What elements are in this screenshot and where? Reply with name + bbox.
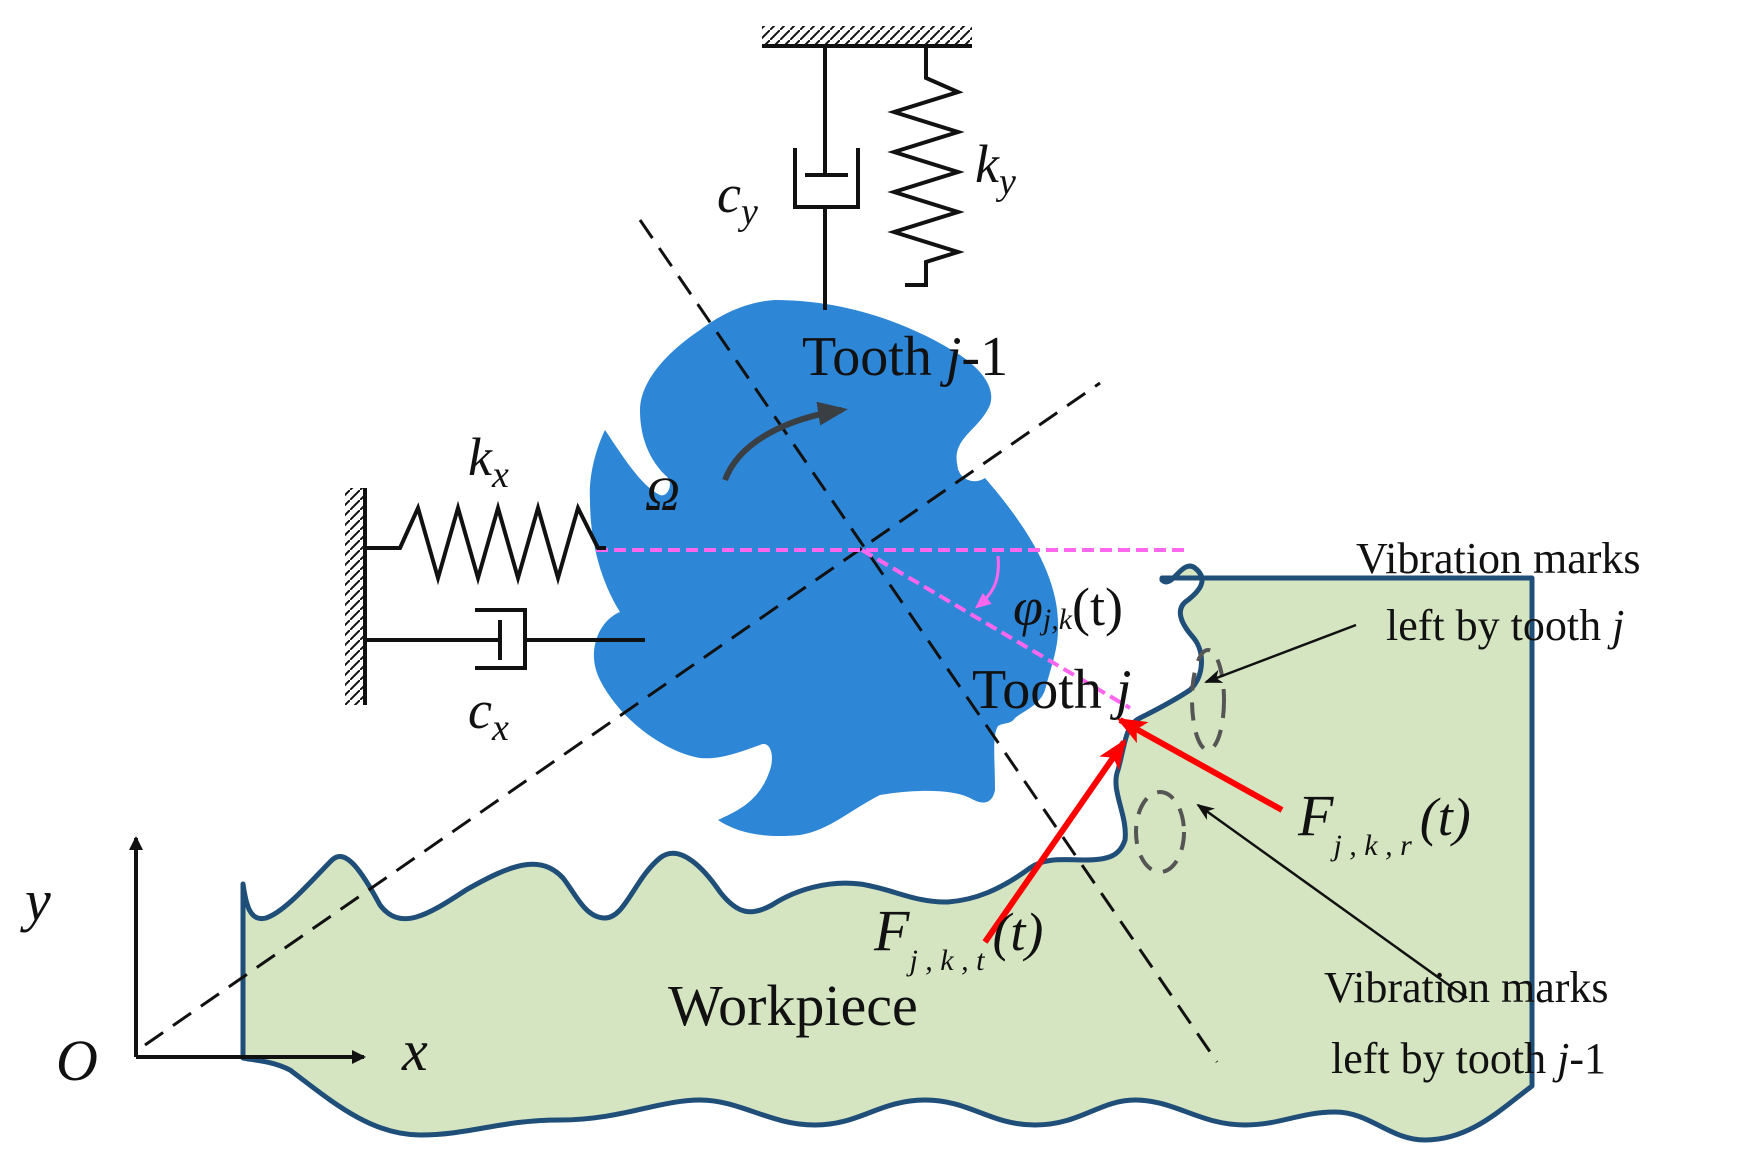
tangential-force-arrow <box>982 738 1127 944</box>
vibration-mark-outline-tooth-j <box>1190 648 1226 752</box>
workpiece-label: Workpiece <box>668 973 918 1038</box>
marks-j-1-pointer <box>1196 803 1468 1000</box>
cx-label: cx <box>468 680 509 749</box>
ground-left <box>345 488 365 705</box>
ground-top <box>762 26 972 46</box>
dashed-line-diagonal-up <box>144 381 1101 1047</box>
marks-j-pointer <box>1204 623 1357 684</box>
radial-force-arrow <box>1116 717 1284 813</box>
vibration-mark-outline-tooth-j-1 <box>1134 790 1186 874</box>
cy-label: cy <box>717 164 758 233</box>
marks-j-label-line1: Vibration marks <box>1356 534 1641 583</box>
rotation-arrow <box>722 401 848 482</box>
y-axis-label: y <box>20 868 51 933</box>
ky-label: ky <box>975 134 1016 203</box>
tooth-prev-label: Tooth j-1 <box>802 326 1008 388</box>
origin-label: O <box>56 1028 98 1093</box>
kx-label: kx <box>468 427 509 496</box>
phi-label: φj,k(t) <box>1013 577 1123 637</box>
marks-j-label-line2: left by tooth j <box>1386 601 1624 650</box>
damper-x <box>365 608 645 670</box>
marks-j-1-label-line2: left by tooth j-1 <box>1331 1034 1606 1083</box>
dashed-line-diagonal-down <box>638 219 1219 1063</box>
spring-x <box>365 500 606 586</box>
marks-j-1-label-line1: Vibration marks <box>1324 963 1609 1012</box>
tooth-prev-flute <box>957 427 995 470</box>
spring-y <box>887 46 965 287</box>
x-axis-label: x <box>401 1018 428 1083</box>
tangential-force-label: Fj , k , t(t) <box>873 898 1043 977</box>
immersion-angle-arc <box>974 555 1000 609</box>
damper-y <box>793 46 860 310</box>
omega-label: Ω <box>645 468 680 521</box>
cutter-body <box>589 300 1059 837</box>
reference-line-tooth <box>860 548 1132 710</box>
tooth-cur-label: Tooth j <box>972 659 1131 721</box>
radial-force-label: Fj , k , r(t) <box>1297 783 1471 862</box>
